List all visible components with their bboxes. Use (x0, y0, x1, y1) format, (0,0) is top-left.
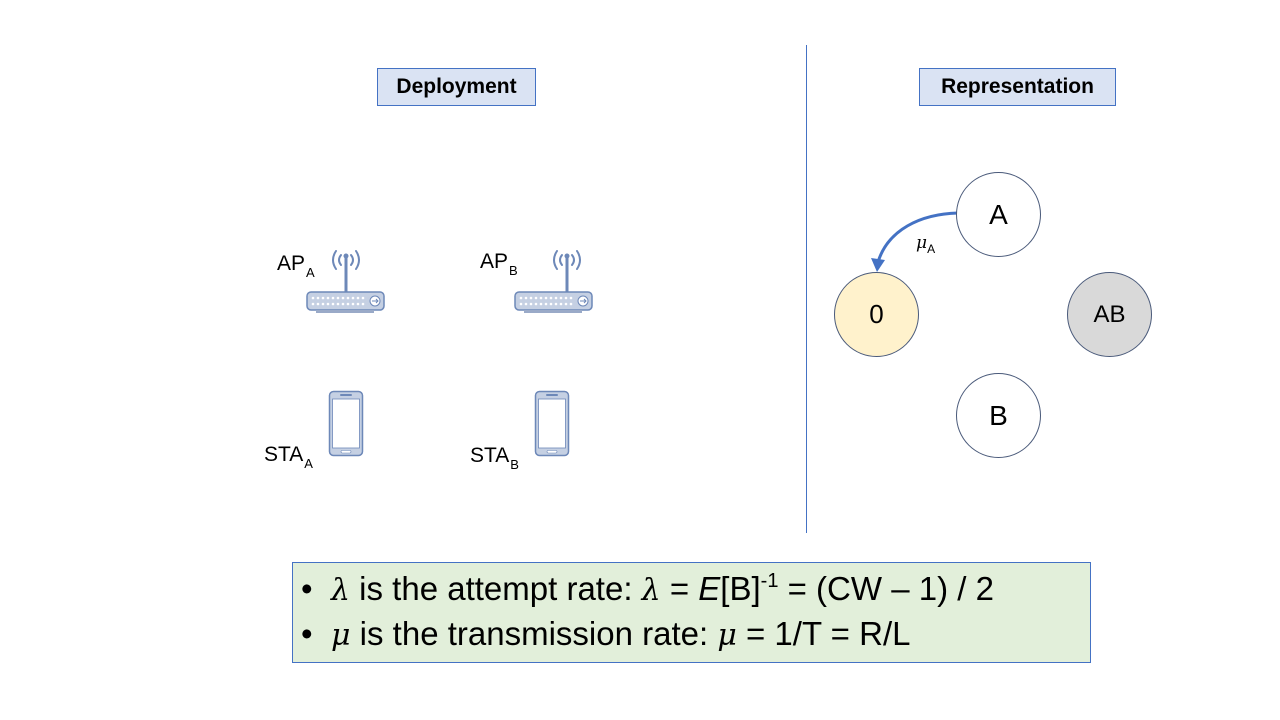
deployment-title: Deployment (377, 68, 536, 106)
sta-a-label: STAA (264, 443, 313, 471)
formula-line-attempt-rate: • λ is the attempt rate: λ = E [B] -1 = … (301, 570, 1090, 615)
wifi-router-icon (514, 250, 593, 313)
state-node-a: A (956, 172, 1041, 257)
edge-label-mu-a: μA (916, 233, 936, 256)
formula-text: = (CW – 1) / 2 (778, 570, 994, 607)
mu-symbol: μ (331, 618, 351, 653)
smartphone-icon (328, 390, 364, 457)
wifi-router-icon (306, 250, 385, 313)
formula-text: = 1/T = R/L (736, 615, 911, 652)
smartphone-icon (534, 390, 570, 457)
lambda-symbol: λ (641, 573, 661, 608)
ap-a-label: APA (277, 252, 315, 280)
formula-text: = (660, 570, 699, 607)
formula-box: • λ is the attempt rate: λ = E [B] -1 = … (292, 562, 1091, 663)
bullet: • (301, 570, 313, 607)
transition-arrow-a-to-0 (871, 211, 959, 272)
formula-text: is the attempt rate: (350, 570, 642, 607)
formula-line-transmission-rate: • μ is the transmission rate: μ = 1/T = … (301, 615, 1090, 660)
state-node-b: B (956, 373, 1041, 458)
representation-title: Representation (919, 68, 1116, 106)
expectation-symbol: E (698, 570, 721, 607)
section-divider (806, 45, 807, 533)
mu-symbol: μ (717, 618, 737, 653)
bullet: • (301, 615, 313, 652)
state-node-0: 0 (834, 272, 919, 357)
lambda-symbol: λ (331, 573, 351, 608)
ap-b-label: APB (480, 250, 518, 278)
sta-b-label: STAB (470, 444, 519, 472)
superscript: -1 (760, 570, 779, 592)
formula-text: is the transmission rate: (350, 615, 718, 652)
formula-text: [B] (720, 570, 761, 607)
state-node-ab: AB (1067, 272, 1152, 357)
